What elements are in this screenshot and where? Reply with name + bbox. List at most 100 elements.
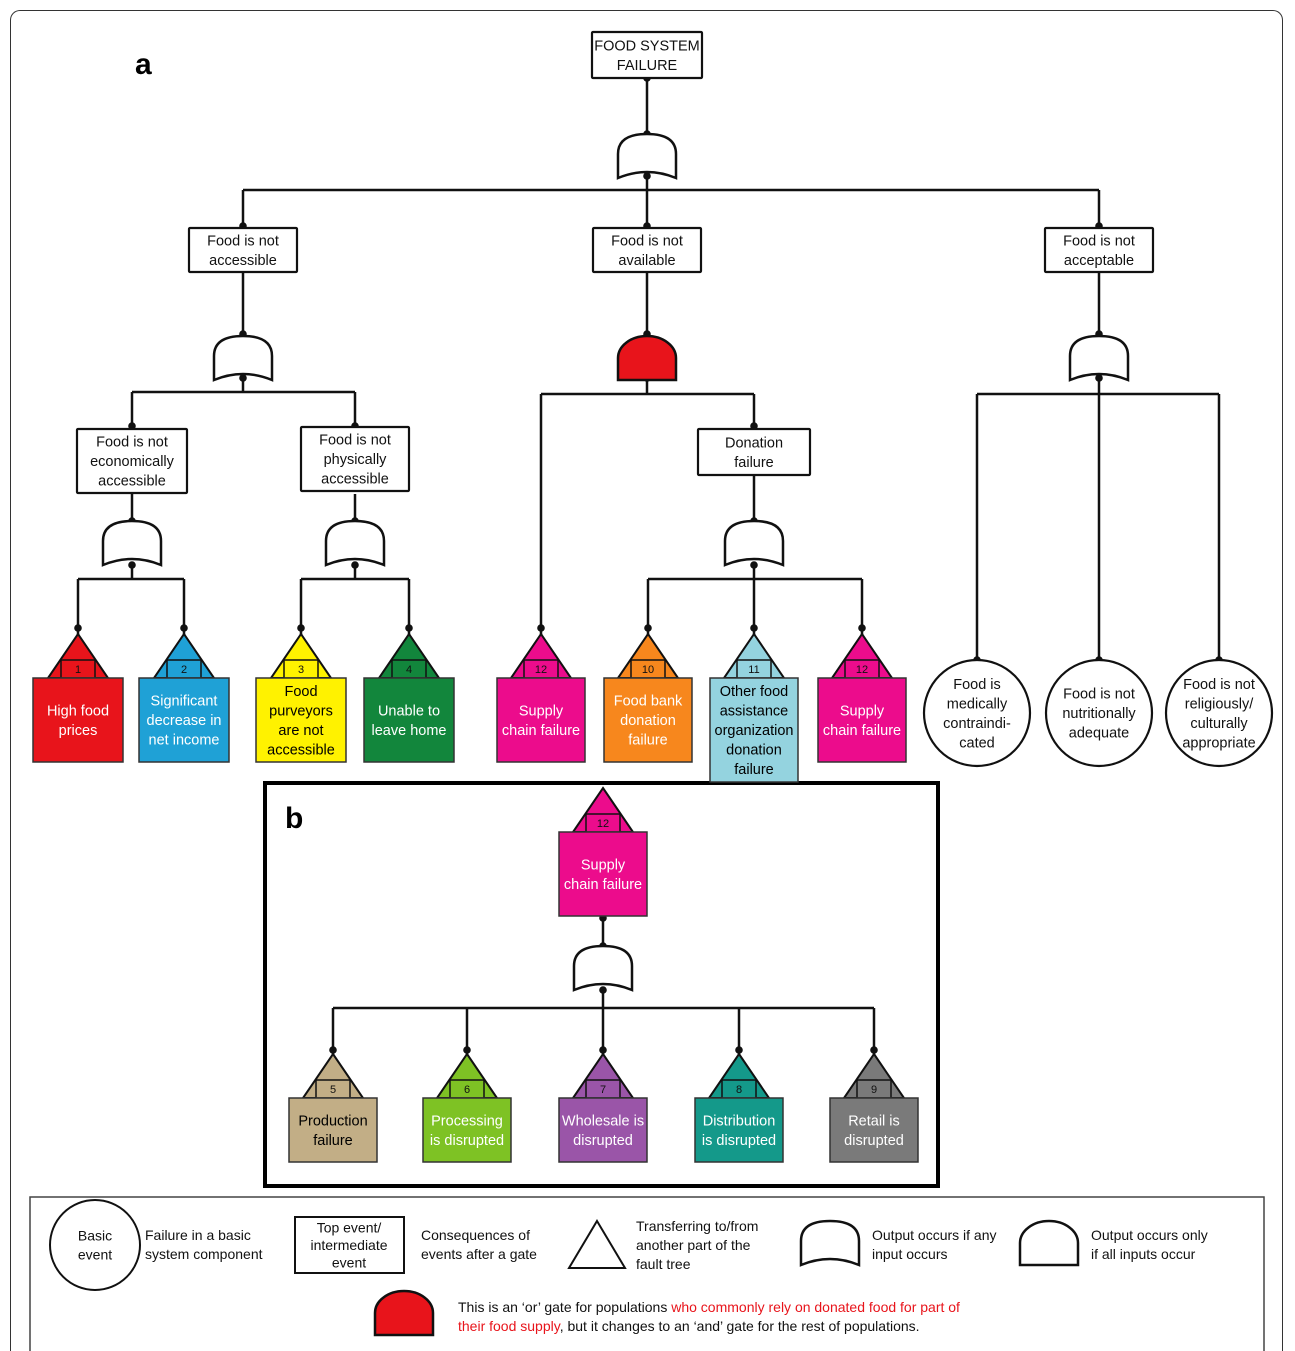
transfer-food-bank-donation-number: 10 (642, 664, 654, 676)
text-line: Food is not (611, 233, 683, 249)
text-line: Retail is (848, 1113, 900, 1129)
text-line: acceptable (1064, 253, 1134, 269)
event-not-acceptable (1043, 226, 1155, 274)
junction-dot (858, 624, 866, 632)
text-line: Food is not (1063, 687, 1135, 703)
text-line: disrupted (844, 1133, 904, 1149)
transfer-unable-to-leave-home-box (363, 677, 455, 763)
text-line: accessible (98, 474, 166, 490)
junction-dot (599, 986, 607, 994)
junction-dot (297, 624, 305, 632)
text-line: Basic (78, 1228, 112, 1244)
event-not-accessible (187, 226, 299, 274)
transfer-high-food-prices-number: 1 (75, 664, 81, 676)
figure-frame (10, 10, 1283, 1351)
text-line: system component (145, 1246, 263, 1262)
text-line: if all inputs occur (1091, 1246, 1196, 1262)
transfer-wholesale-disrupted-box (558, 1097, 648, 1163)
text-line: is disrupted (702, 1133, 776, 1149)
text-line: religiously/ (1185, 696, 1254, 712)
or-gate-physical (324, 519, 386, 567)
text-line: Unable to (378, 703, 440, 719)
or-gate-acceptable (1068, 334, 1130, 382)
text-line: intermediate (310, 1237, 387, 1253)
panel-b-border (263, 781, 940, 1188)
text-line: available (618, 253, 675, 269)
text-line: Supply (581, 857, 626, 873)
junction-dot (644, 624, 652, 632)
transfer-supply-chain-failure-a-box (496, 677, 586, 763)
transfer-processing-disrupted-number: 6 (464, 1084, 470, 1096)
text-line: decrease in (147, 713, 222, 729)
text-line: Other food (720, 684, 789, 700)
legend-and-gate-symbol (1018, 1219, 1080, 1267)
text-line: organization (715, 723, 794, 739)
text-line: accessible (267, 742, 335, 758)
text-line: accessible (321, 472, 389, 488)
text-line: culturally (1190, 716, 1248, 732)
red-conditional-gate (616, 334, 678, 382)
transfer-retail-disrupted-number: 9 (871, 1084, 877, 1096)
transfer-other-food-assistance-number: 11 (748, 664, 759, 676)
text-line: Food (284, 684, 317, 700)
text-line: Food is not (1063, 233, 1135, 249)
event-not-available (591, 226, 703, 274)
text-line: High food (47, 703, 109, 719)
transfer-supply-chain-failure-a-number: 12 (535, 664, 547, 676)
text-line: failure (628, 733, 668, 749)
text-line: contraindi- (943, 716, 1011, 732)
junction-dot (74, 624, 82, 632)
or-gate-economic (101, 519, 163, 567)
legend-basic-event-symbol (49, 1199, 141, 1291)
event-donation-failure (696, 427, 812, 477)
text-line: FAILURE (617, 58, 678, 74)
top-event-food-system-failure-label: FOOD SYSTEM FAILURE (594, 38, 700, 74)
text-line: adequate (1069, 726, 1129, 742)
text-line: Production (298, 1113, 367, 1129)
legend-red-gate-symbol (373, 1289, 435, 1337)
junction-dot (599, 1046, 607, 1054)
transfer-unable-to-leave-home-number: 4 (406, 664, 412, 676)
text-line: assistance (720, 704, 789, 720)
text-line: Food bank (614, 694, 683, 710)
legend-red-gate-desc-line2: their food supply, but it changes to an … (458, 1318, 920, 1334)
transfer-high-food-prices-box (32, 677, 124, 763)
text-line: cated (959, 735, 994, 751)
text-line: failure (734, 455, 774, 471)
text-line: FOOD SYSTEM (594, 38, 700, 54)
text-line: failure (734, 762, 774, 778)
basic-event-culturally-appropriate (1164, 658, 1274, 768)
transfer-supply-chain-failure-detail-box (558, 831, 648, 917)
transfer-food-bank-donation-box (603, 677, 693, 763)
transfer-retail-disrupted-box (829, 1097, 919, 1163)
junction-dot (329, 1046, 337, 1054)
text-line: Failure in a basic (145, 1227, 251, 1243)
or-gate-donation (723, 519, 785, 567)
text-line: appropriate (1182, 735, 1255, 751)
text-line: disrupted (573, 1133, 633, 1149)
basic-event-nutritionally-adequate (1044, 658, 1154, 768)
text-line: Food is not (96, 435, 168, 451)
junction-dot (1095, 374, 1103, 382)
text-line: chain failure (502, 723, 580, 739)
event-not-economically-accessible (75, 427, 189, 495)
text-segment: , but it changes to an ‘and’ gate for th… (560, 1318, 920, 1334)
top-event-food-system-failure (590, 30, 704, 80)
legend-transfer-symbol (567, 1219, 627, 1269)
junction-dot (750, 624, 758, 632)
transfer-net-income-box (138, 677, 230, 763)
